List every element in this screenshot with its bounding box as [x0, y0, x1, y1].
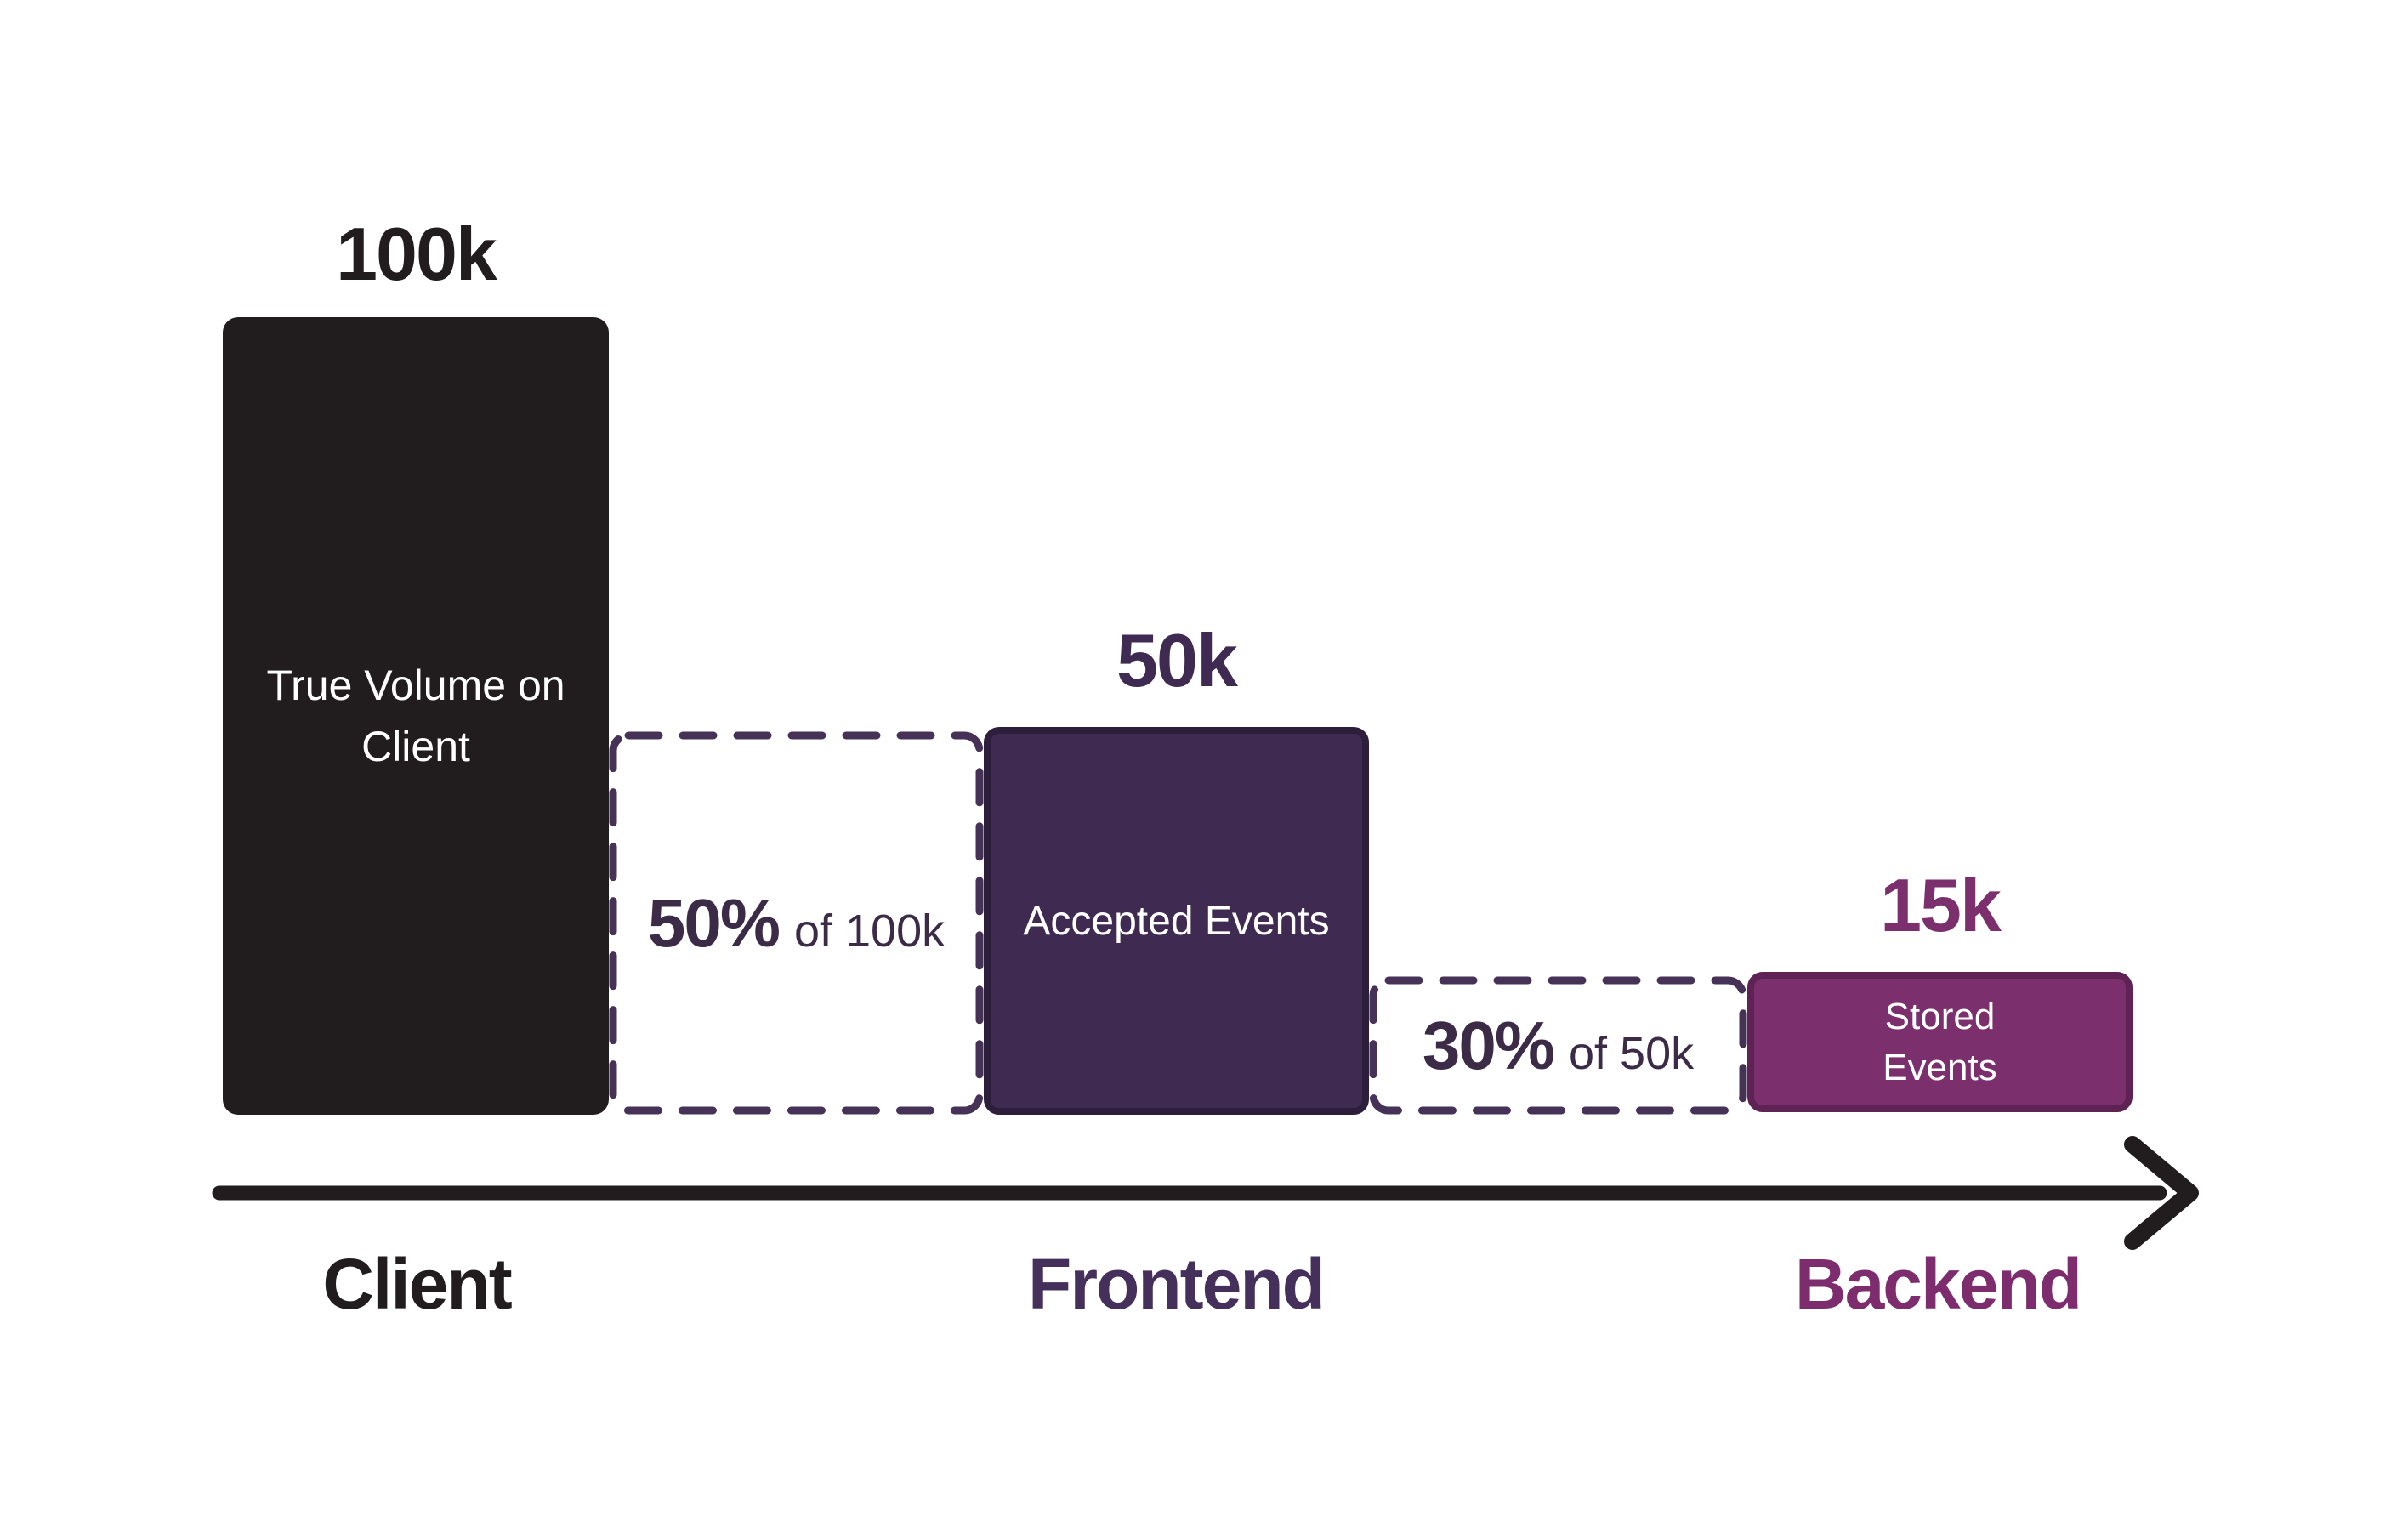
bar-backend-label-line2: Events	[1883, 1046, 1997, 1088]
drop-note-2: 30% of 50k	[1369, 976, 1747, 1115]
bar-client-label-line1: True Volume on	[266, 662, 565, 709]
bar-frontend-label: Accepted Events	[1023, 898, 1330, 944]
drop-1-of: of 100k	[793, 905, 946, 957]
bar-backend-label-line1: Stored	[1884, 995, 1996, 1037]
drop-note-1: 50% of 100k	[609, 731, 984, 1115]
axis-label-frontend: Frontend	[1028, 1244, 1326, 1324]
drop-box-client-to-frontend: 50% of 100k	[609, 731, 984, 1115]
drop-1-percent: 50%	[647, 884, 781, 961]
bar-client-label-line2: Client	[361, 723, 470, 770]
bar-accepted-events: Accepted Events	[984, 727, 1369, 1115]
bar-stored-events: Stored Events	[1747, 972, 2133, 1112]
value-label-client: 100k	[336, 212, 497, 296]
drop-box-frontend-to-backend: 30% of 50k	[1369, 976, 1747, 1115]
axis-label-backend: Backend	[1794, 1244, 2082, 1324]
drop-2-of: of 50k	[1569, 1027, 1695, 1079]
dashed-outline-icon	[609, 731, 984, 1115]
drop-2-percent: 30%	[1422, 1007, 1555, 1083]
flow-arrow-icon	[212, 1136, 2199, 1250]
dashed-outline-icon	[1369, 976, 1747, 1115]
axis-label-client: Client	[322, 1244, 512, 1324]
bar-true-volume-on-client: True Volume on Client	[223, 317, 609, 1115]
value-label-frontend: 50k	[1116, 618, 1238, 702]
value-label-backend: 15k	[1880, 863, 2002, 947]
